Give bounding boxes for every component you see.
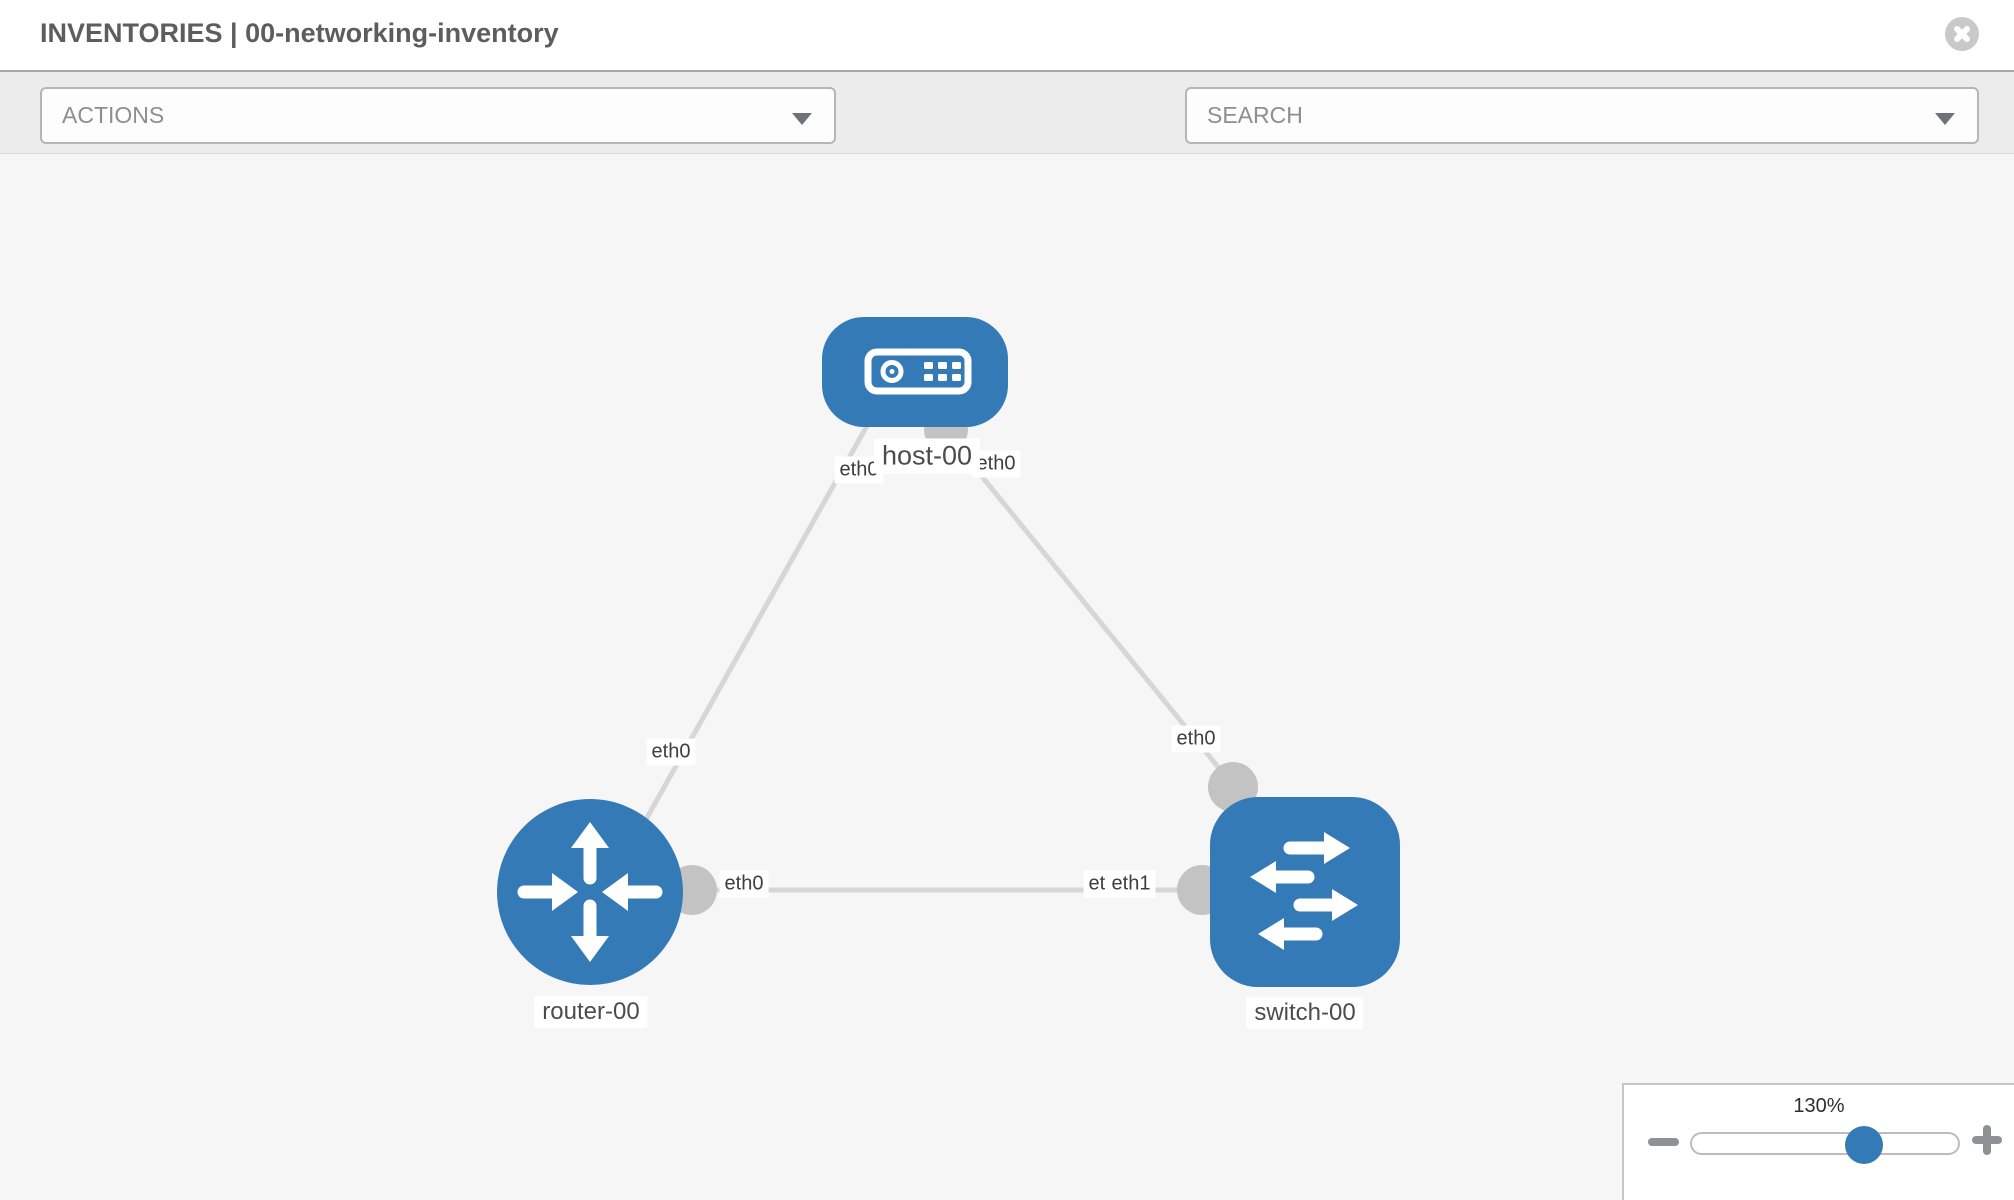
node-router-00[interactable] — [497, 799, 683, 985]
chevron-down-icon — [792, 113, 812, 125]
node-host-00[interactable] — [822, 317, 1008, 427]
close-icon[interactable] — [1945, 17, 1979, 51]
link-host-00-router-00[interactable] — [627, 422, 871, 850]
link-host-00-switch-00[interactable] — [934, 418, 1242, 796]
zoom-slider-thumb[interactable] — [1845, 1126, 1883, 1164]
zoom-level-value: 130% — [1793, 1095, 1845, 1117]
topology-canvas[interactable] — [0, 154, 2014, 1200]
search-dropdown[interactable]: SEARCH — [1185, 87, 1979, 144]
zoom-control-panel: 130% — [1622, 1083, 2014, 1200]
chevron-down-icon — [1935, 113, 1955, 125]
zoom-in-button[interactable] — [1972, 1125, 2002, 1155]
node-switch-00[interactable] — [1210, 797, 1400, 987]
actions-dropdown[interactable]: ACTIONS — [40, 87, 836, 144]
search-dropdown-label: SEARCH — [1207, 102, 1303, 128]
zoom-out-button[interactable] — [1648, 1138, 1679, 1146]
page-title: INVENTORIES | 00-networking-inventory — [40, 18, 559, 48]
switch-icon — [1250, 832, 1358, 950]
header: INVENTORIES | 00-networking-inventory — [0, 0, 2014, 70]
zoom-slider-track[interactable] — [1690, 1132, 1960, 1155]
host-icon — [864, 348, 972, 395]
actions-dropdown-label: ACTIONS — [62, 102, 165, 128]
router-icon — [517, 822, 663, 962]
